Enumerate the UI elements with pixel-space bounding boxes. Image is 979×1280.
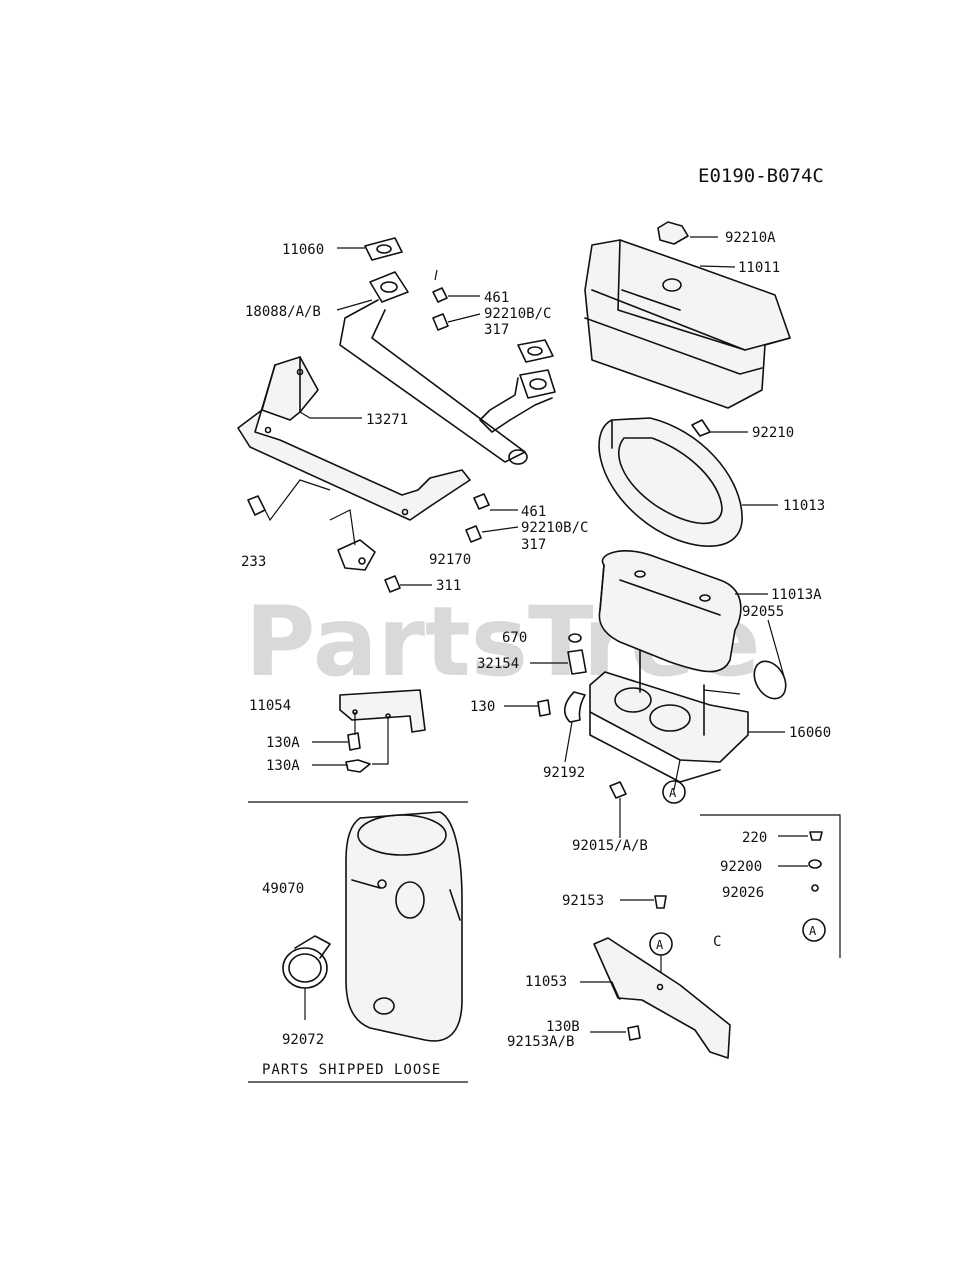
ref-circle-a-3[interactable]: A <box>649 932 673 956</box>
gasket-11060-drawing[interactable] <box>364 237 403 261</box>
label-11060[interactable]: 11060 <box>282 242 324 258</box>
svg-text:A: A <box>669 786 677 800</box>
label-32154[interactable]: 32154 <box>477 656 519 672</box>
seal-92055-drawing[interactable] <box>748 656 792 705</box>
diagram-code: E0190-B074C <box>698 165 824 187</box>
exhaust-pipe-drawing[interactable] <box>339 271 556 465</box>
svg-text:A: A <box>656 938 664 952</box>
label-13271[interactable]: 13271 <box>366 412 408 428</box>
air-cleaner-cover-11011-drawing[interactable] <box>584 239 791 409</box>
washer-670-drawing[interactable] <box>568 633 582 643</box>
muffler-49070-drawing[interactable] <box>345 811 463 1042</box>
nut-311-drawing[interactable] <box>384 575 401 593</box>
bolt-233-drawing[interactable] <box>247 495 266 516</box>
base-16060-drawing[interactable] <box>589 649 749 783</box>
part-labels: 11060 18088/A/B 13271 461 92210B/C 317 4… <box>241 230 831 1078</box>
bracket-11053-drawing[interactable] <box>593 937 731 1059</box>
wing-nut-92210a-drawing[interactable] <box>657 221 689 245</box>
label-311[interactable]: 311 <box>436 578 461 594</box>
bolt-130b-drawing[interactable] <box>627 1025 641 1041</box>
label-11054[interactable]: 11054 <box>249 698 291 714</box>
label-92015[interactable]: 92015/A/B <box>572 838 648 854</box>
ref-circle-a-2[interactable]: A <box>802 918 826 942</box>
label-49070[interactable]: 49070 <box>262 881 304 897</box>
label-670[interactable]: 670 <box>502 630 527 646</box>
label-130[interactable]: 130 <box>470 699 495 715</box>
svg-text:A: A <box>809 924 817 938</box>
screw-220-drawing[interactable] <box>809 831 823 841</box>
label-11011[interactable]: 11011 <box>738 260 780 276</box>
label-92210a[interactable]: 92210A <box>725 230 776 246</box>
hose-92192-drawing[interactable] <box>563 691 586 723</box>
label-92153[interactable]: 92153 <box>562 893 604 909</box>
label-11013a[interactable]: 11013A <box>771 587 822 603</box>
label-92210[interactable]: 92210 <box>752 425 794 441</box>
label-233[interactable]: 233 <box>241 554 266 570</box>
label-317-b[interactable]: 317 <box>521 537 546 553</box>
label-92200[interactable]: 92200 <box>720 859 762 875</box>
element-11013a-drawing[interactable] <box>598 550 742 673</box>
screw-92153-drawing[interactable] <box>654 895 667 909</box>
bolt-130a-drawing[interactable] <box>345 732 371 773</box>
section-note-parts-shipped-loose: PARTS SHIPPED LOOSE <box>262 1062 441 1078</box>
pre-cleaner-11013-drawing[interactable] <box>598 417 743 547</box>
label-92210bc-a[interactable]: 92210B/C <box>484 306 551 322</box>
muffler-bracket-13271-drawing[interactable] <box>237 356 471 521</box>
label-92192[interactable]: 92192 <box>543 765 585 781</box>
label-92170[interactable]: 92170 <box>429 552 471 568</box>
label-18088[interactable]: 18088/A/B <box>245 304 321 320</box>
label-461-b[interactable]: 461 <box>521 504 546 520</box>
label-220[interactable]: 220 <box>742 830 767 846</box>
nut-92015-drawing[interactable] <box>609 781 627 799</box>
label-461-a[interactable]: 461 <box>484 290 509 306</box>
label-130b[interactable]: 130B <box>546 1019 580 1035</box>
ref-circle-a-1[interactable]: A <box>662 780 686 804</box>
label-16060[interactable]: 16060 <box>789 725 831 741</box>
label-92153ab[interactable]: 92153A/B <box>507 1034 574 1050</box>
label-130a-2[interactable]: 130A <box>266 758 300 774</box>
clamp-92072-drawing[interactable] <box>282 935 331 989</box>
nut-92026-drawing[interactable] <box>811 884 819 892</box>
nut-92210bc-drawing[interactable] <box>432 313 482 543</box>
washer-92200-drawing[interactable] <box>808 859 822 869</box>
clamp-92170-drawing[interactable] <box>337 539 376 571</box>
nut-461-drawing[interactable] <box>432 287 490 510</box>
label-92026[interactable]: 92026 <box>722 885 764 901</box>
label-92072[interactable]: 92072 <box>282 1032 324 1048</box>
label-317-a[interactable]: 317 <box>484 322 509 338</box>
fitting-32154-drawing[interactable] <box>567 649 587 675</box>
label-130a-1[interactable]: 130A <box>266 735 300 751</box>
label-11013[interactable]: 11013 <box>783 498 825 514</box>
label-92210bc-b[interactable]: 92210B/C <box>521 520 588 536</box>
label-c[interactable]: C <box>713 934 721 950</box>
bolt-130-drawing[interactable] <box>537 699 551 717</box>
label-92055[interactable]: 92055 <box>742 604 784 620</box>
nut-92210-drawing[interactable] <box>691 419 711 437</box>
label-11053[interactable]: 11053 <box>525 974 567 990</box>
bracket-11054-drawing[interactable] <box>339 689 426 733</box>
